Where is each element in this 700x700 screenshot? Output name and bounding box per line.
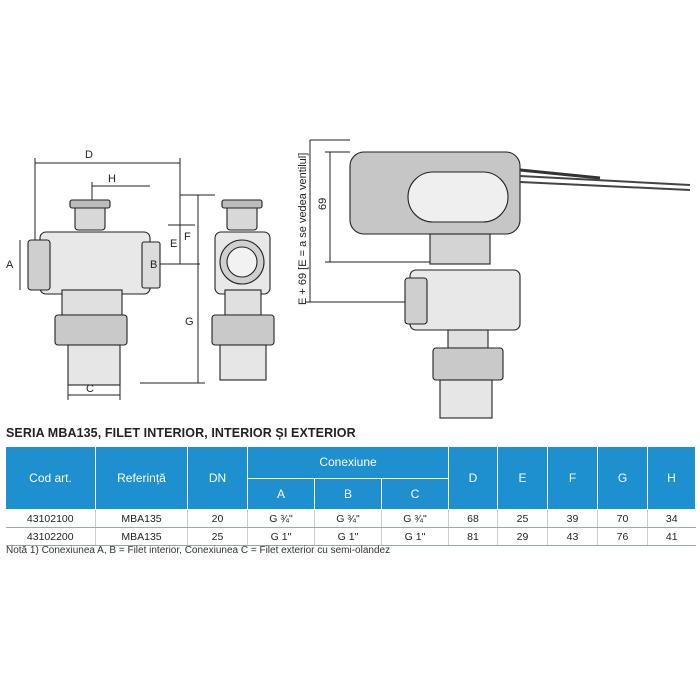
dim-label-f: F [184,231,191,243]
table-cell: 70 [597,509,649,528]
header-b: B [314,477,382,510]
header-d: D [448,446,499,510]
dim-label-a: A [6,259,14,271]
actuator-valve-view [349,151,691,419]
series-title: SERIA MBA135, FILET INTERIOR, INTERIOR Ș… [6,426,356,440]
dim-label-d: D [85,149,93,161]
table-cell: G ¾" [247,509,315,528]
dim-label-e-plus-69: E + 69 [E = a se vedea ventilul] [297,153,309,305]
valve-side-view [27,199,161,386]
valve-front-view [211,199,275,381]
table-row: 43102100 MBA135 20 G ¾" G ¾" G ¾" 68 25 … [5,509,696,528]
footnote: Notă 1) Conexiunea A, B = Filet interior… [6,545,391,556]
table-cell: G ¾" [314,509,382,528]
header-connection: Conexiune [246,446,450,479]
table-cell: G 1" [247,527,315,546]
table-cell: MBA135 [95,509,188,528]
header-dn: DN [187,446,248,510]
table-cell: G 1" [381,527,450,546]
table-cell: 43102100 [5,509,96,528]
table-cell: 20 [187,509,248,528]
header-code: Cod art. [5,446,96,510]
table-cell: 34 [647,509,696,528]
header-e: E [497,446,549,510]
header-a: A [247,477,315,510]
dim-label-b: B [150,259,157,271]
header-c: C [380,477,450,510]
table-cell: 25 [187,527,248,546]
table-cell: 43 [547,527,599,546]
header-f: F [547,446,599,510]
table-cell: 68 [448,509,499,528]
dim-label-69: 69 [317,198,329,210]
table-cell: 81 [448,527,499,546]
table-cell: MBA135 [95,527,188,546]
table-cell: 76 [597,527,649,546]
header-g: G [597,446,649,510]
header-h: H [647,446,697,510]
dim-label-e: E [170,238,177,250]
table-cell: 29 [497,527,549,546]
spec-table: Cod art. Referință DN Conexiune D E F G … [5,446,697,546]
header-reference: Referință [95,446,188,510]
table-cell: G 1" [314,527,382,546]
table-cell: 41 [647,527,696,546]
table-cell: G ¾" [381,509,450,528]
table-cell: 43102200 [5,527,96,546]
dim-label-h: H [108,173,116,185]
valve-technical-drawing: D H F E B A G C 69 E + 69 [E = a se vede… [6,139,691,419]
table-row: 43102200 MBA135 25 G 1" G 1" G 1" 81 29 … [5,527,696,546]
table-cell: 39 [547,509,599,528]
dim-label-c: C [86,383,94,395]
dim-label-g: G [185,316,194,328]
table-cell: 25 [497,509,549,528]
